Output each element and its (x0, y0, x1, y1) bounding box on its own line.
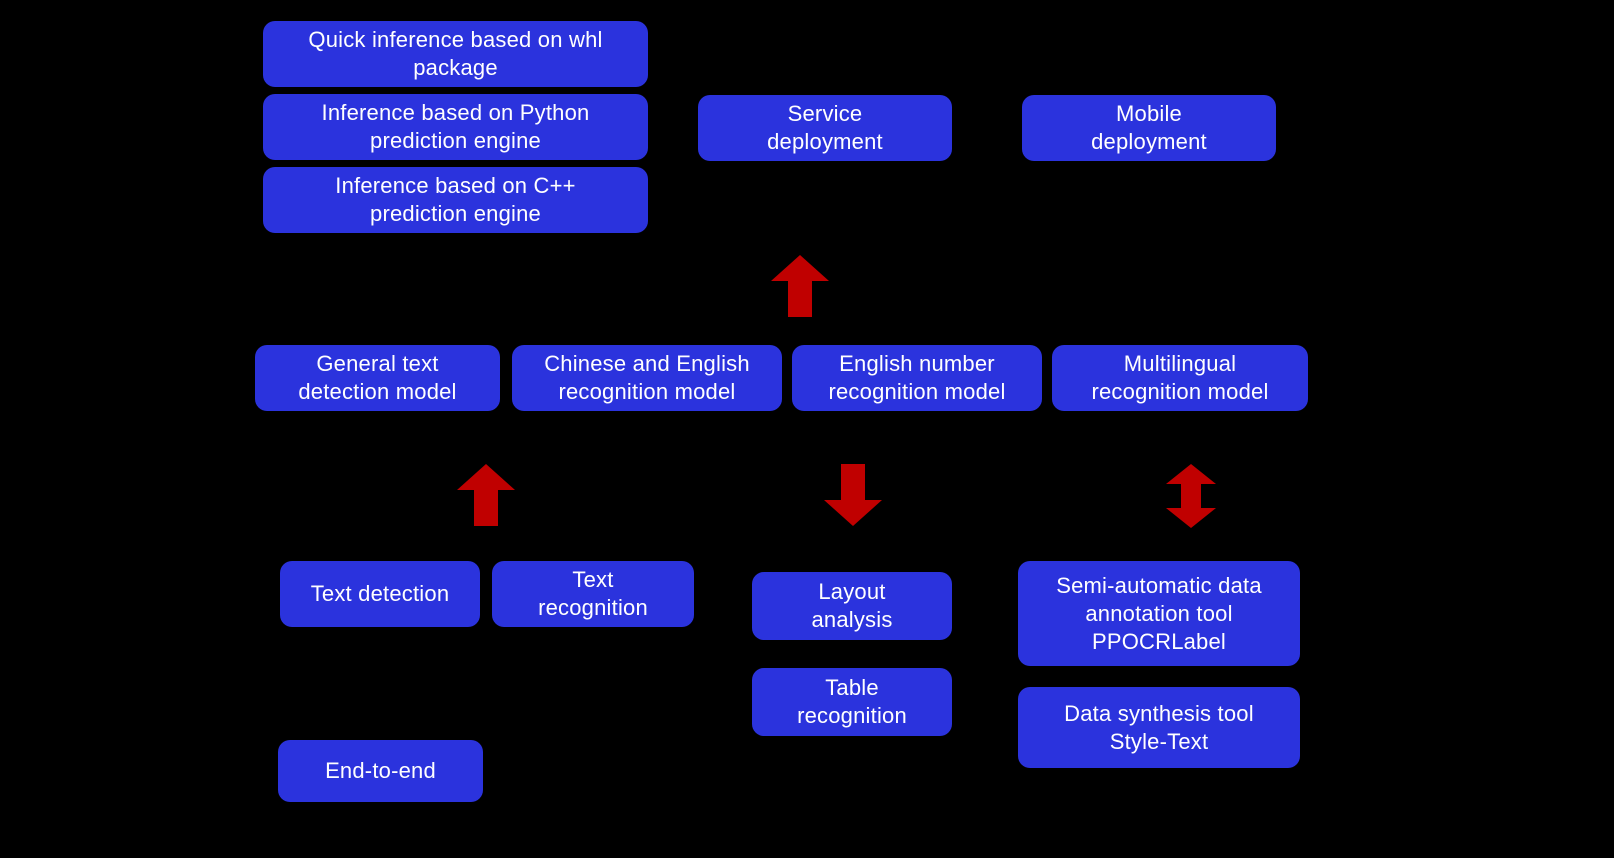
deploy-up-arrow-icon (771, 255, 829, 322)
node-text-recognition: Text recognition (492, 561, 694, 627)
analysis-down-arrow-icon (824, 464, 882, 531)
node-ppocrlabel-annotation-tool: Semi-automatic data annotation tool PPOC… (1018, 561, 1300, 666)
node-inference-python-engine: Inference based on Python prediction eng… (263, 94, 648, 160)
node-layout-analysis: Layout analysis (752, 572, 952, 640)
node-english-number-recognition-model: English number recognition model (792, 345, 1042, 411)
node-end-to-end: End-to-end (278, 740, 483, 802)
node-mobile-deployment: Mobile deployment (1022, 95, 1276, 161)
node-service-deployment: Service deployment (698, 95, 952, 161)
node-inference-cpp-engine: Inference based on C++ prediction engine (263, 167, 648, 233)
node-quick-inference-whl: Quick inference based on whl package (263, 21, 648, 87)
tools-double-arrow-icon (1166, 464, 1216, 533)
node-multilingual-recognition-model: Multilingual recognition model (1052, 345, 1308, 411)
node-table-recognition: Table recognition (752, 668, 952, 736)
node-text-detection: Text detection (280, 561, 480, 627)
node-general-text-detection-model: General text detection model (255, 345, 500, 411)
detection-up-arrow-icon (457, 464, 515, 531)
node-chinese-english-recognition-model: Chinese and English recognition model (512, 345, 782, 411)
node-style-text-synthesis-tool: Data synthesis tool Style-Text (1018, 687, 1300, 768)
